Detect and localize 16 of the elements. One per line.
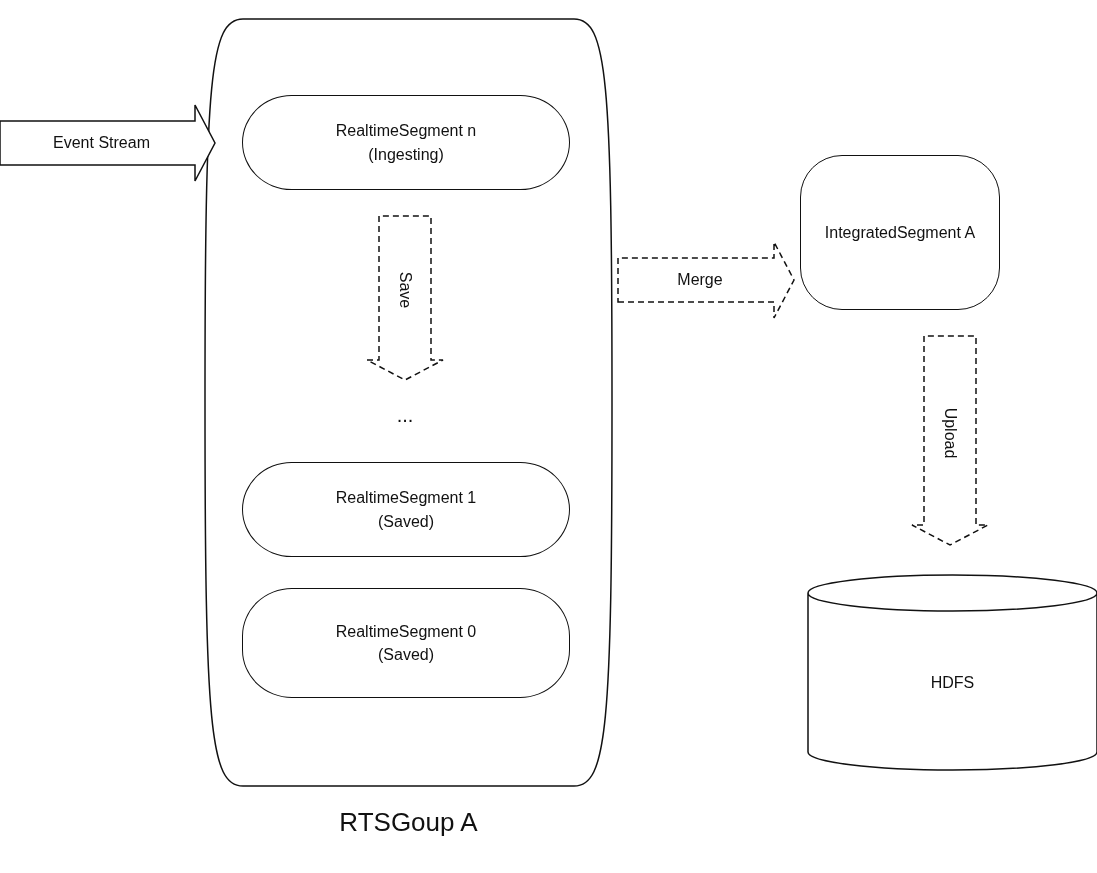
edge-label: Event Stream bbox=[53, 134, 150, 152]
group-title: RTSGoup A bbox=[339, 807, 478, 838]
node-label: RealtimeSegment n (Ingesting) bbox=[334, 121, 478, 165]
node-label: RealtimeSegment 1 (Saved) bbox=[334, 488, 478, 532]
node-label: IntegratedSegment A bbox=[824, 222, 976, 243]
edge-label: Save bbox=[396, 271, 414, 309]
database-label: HDFS bbox=[930, 672, 975, 693]
node-label: RealtimeSegment 0 (Saved) bbox=[334, 621, 478, 665]
rounded-box bbox=[800, 155, 1000, 310]
edge-label: Upload bbox=[941, 407, 959, 458]
block-arrow bbox=[617, 241, 795, 319]
block-arrow bbox=[911, 335, 989, 546]
edge-label: Merge bbox=[677, 271, 723, 289]
block-arrow bbox=[366, 215, 444, 381]
ellipsis-text: ... bbox=[396, 403, 414, 427]
block-arrow bbox=[0, 104, 216, 182]
